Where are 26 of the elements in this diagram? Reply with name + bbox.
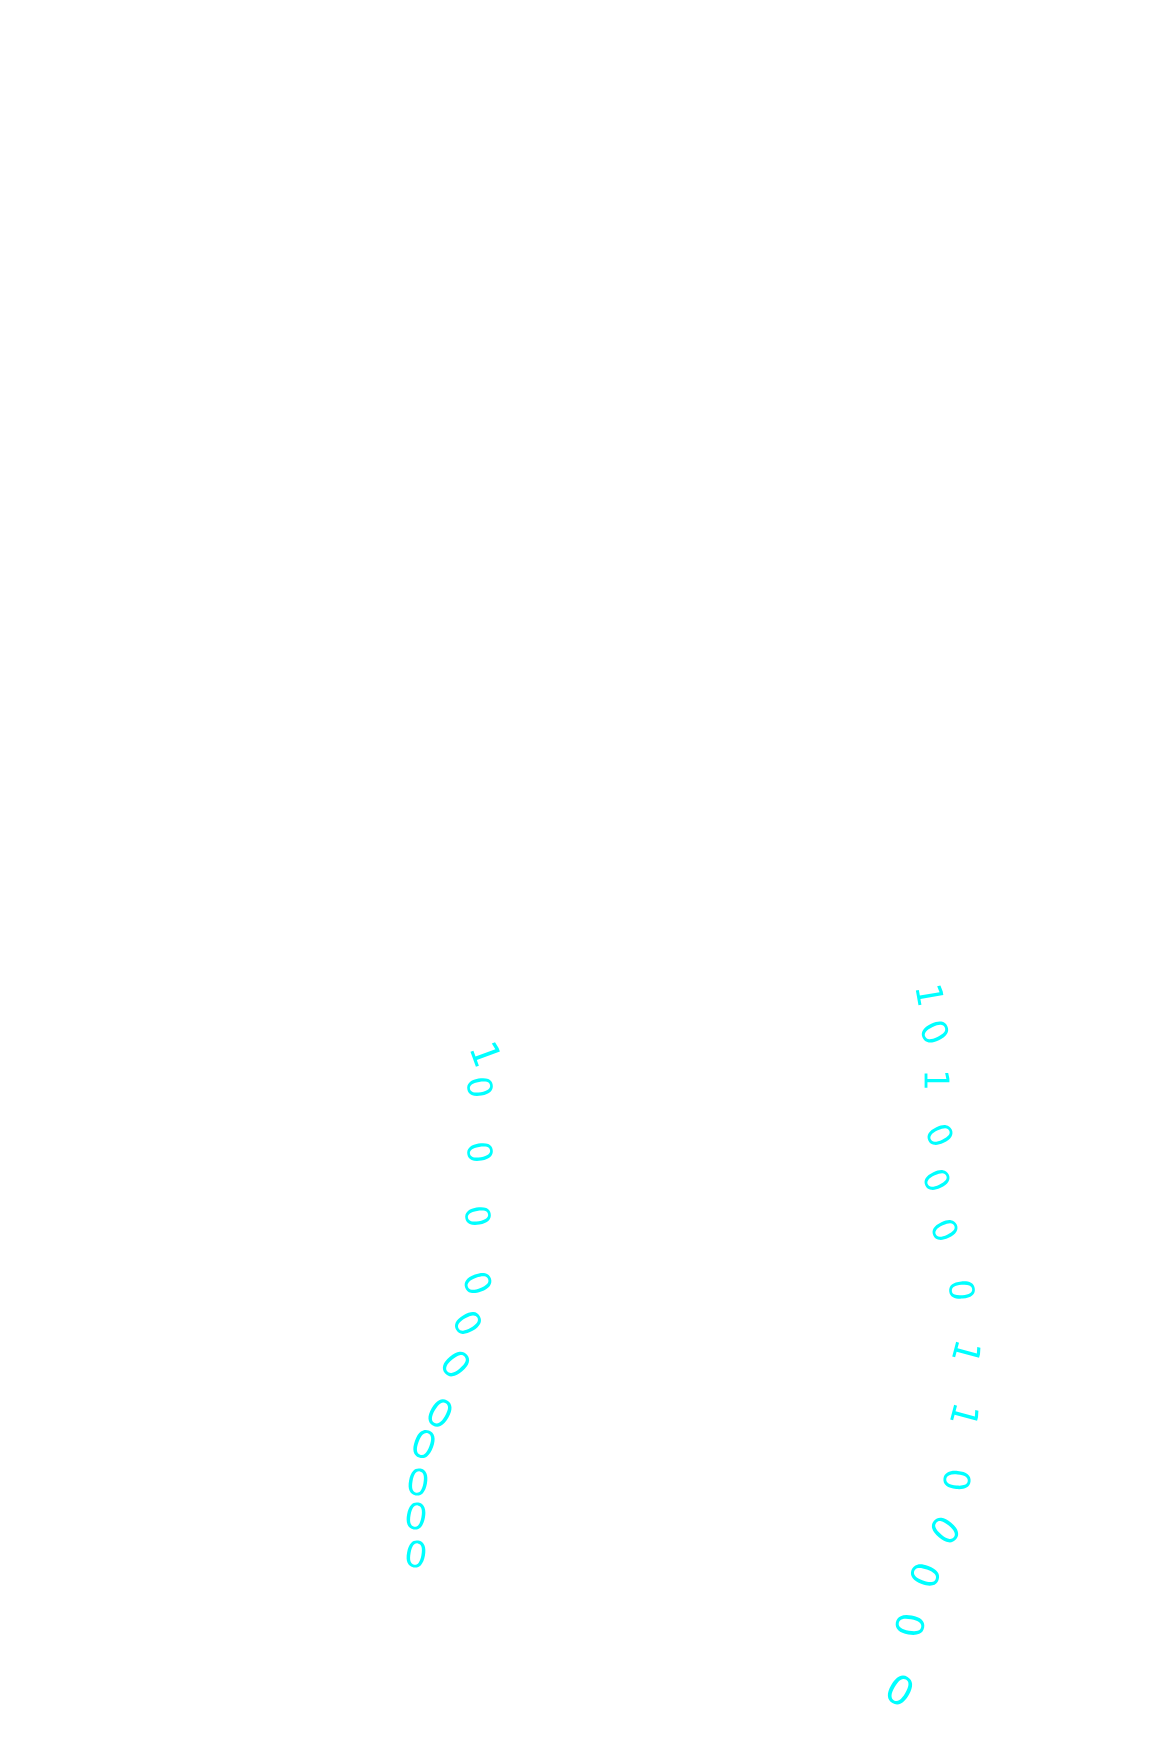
handwritten-digit: 0	[949, 1281, 975, 1299]
handwritten-digit: 0	[406, 1502, 426, 1530]
handwritten-digit: 0	[464, 1272, 492, 1294]
handwritten-digit: 0	[932, 1220, 958, 1240]
handwritten-digit: 0	[921, 1021, 949, 1043]
handwritten-digit: 0	[910, 1564, 940, 1586]
handwritten-digit: 1	[950, 1404, 979, 1421]
handwritten-digit: 0	[465, 1207, 491, 1225]
handwritten-digit: 0	[467, 1143, 493, 1161]
handwritten-digit: 0	[467, 1078, 493, 1096]
handwritten-digit: 0	[455, 1312, 481, 1334]
handwritten-digit: 1	[470, 1042, 500, 1067]
handwritten-digit: 1	[952, 1341, 981, 1358]
handwritten-digit: 0	[413, 1429, 435, 1459]
handwritten-digit: 0	[927, 1125, 953, 1145]
handwritten-digit: 1	[915, 985, 944, 1006]
handwritten-digit: 0	[428, 1399, 452, 1427]
handwritten-digit: 0	[895, 1615, 925, 1635]
handwritten-digit: 1	[924, 1072, 950, 1088]
handwritten-digit: 0	[406, 1540, 426, 1568]
handwritten-digit: 0	[887, 1675, 913, 1705]
handwritten-digit: 0	[442, 1351, 470, 1377]
handwritten-digit: 0	[924, 1170, 950, 1190]
handwritten-digit: 0	[931, 1517, 959, 1543]
handwritten-digit: 0	[943, 1470, 971, 1490]
handwritten-digit: 0	[408, 1468, 428, 1496]
